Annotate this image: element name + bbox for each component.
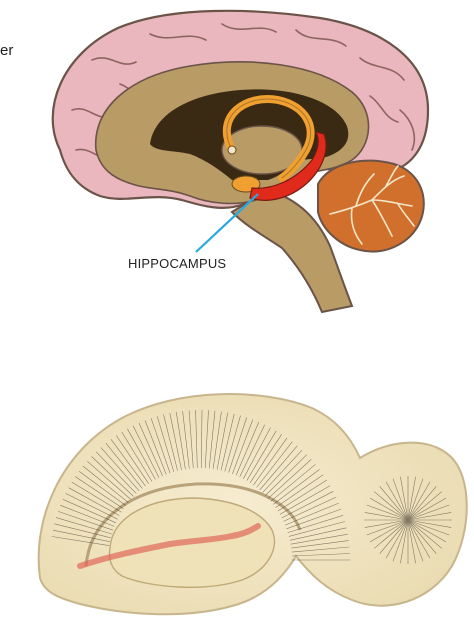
brain-sagittal-diagram xyxy=(53,11,428,312)
mammillary-body xyxy=(228,146,236,154)
hippocampus-section-illustration xyxy=(39,394,467,614)
hippocampus-label: HIPPOCAMPUS xyxy=(128,256,226,271)
